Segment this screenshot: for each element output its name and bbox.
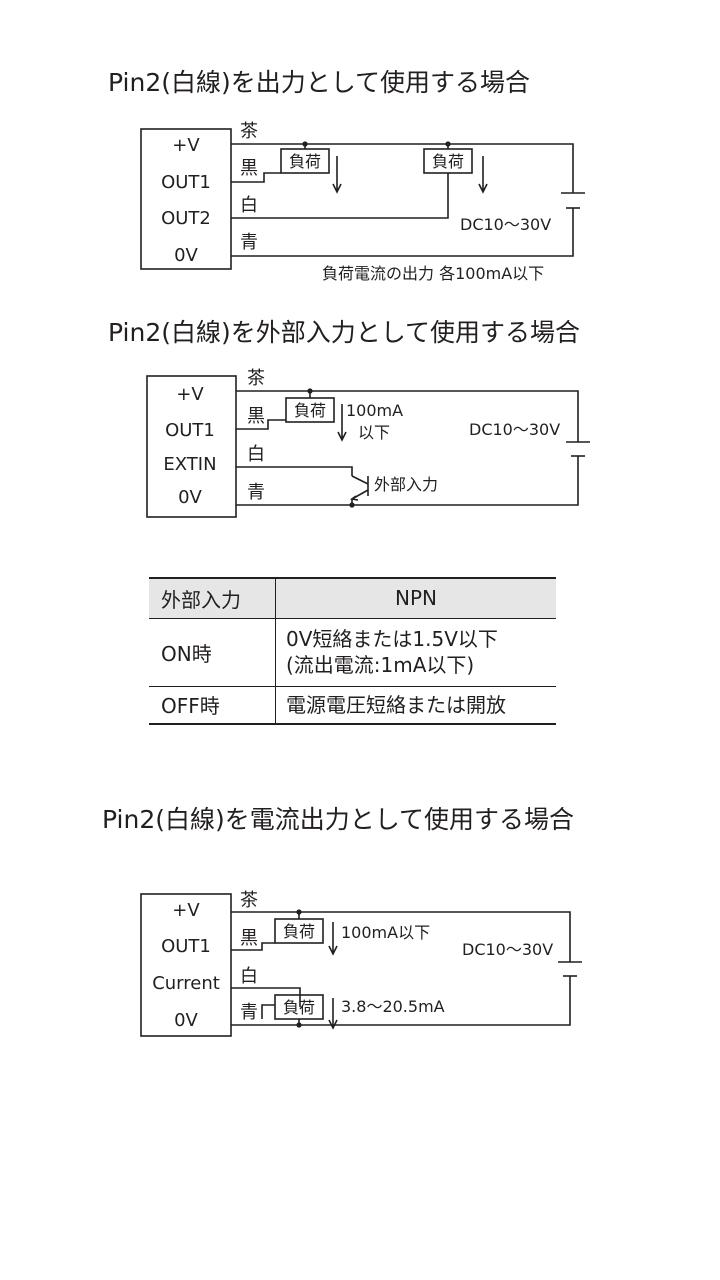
table-header: 外部入力 xyxy=(149,578,276,618)
load-label: 負荷 xyxy=(432,152,464,171)
current-limit-label: 100mA以下 xyxy=(341,923,430,942)
pin-label: OUT1 xyxy=(161,172,211,193)
junction-dot xyxy=(296,909,302,915)
wire-color-label: 白 xyxy=(247,444,265,465)
current-arrow-icon xyxy=(478,156,488,194)
wire-color-label: 青 xyxy=(240,1002,258,1023)
wire-color-label: 青 xyxy=(240,232,258,253)
value-line: 0V短絡または1.5V以下 xyxy=(286,627,498,651)
junction-dot xyxy=(302,141,308,147)
section3-title: Pin2(白線)を電流出力として使用する場合 xyxy=(102,805,574,834)
load-box xyxy=(423,148,473,174)
pin-label: EXTIN xyxy=(163,454,216,475)
wire-color-label: 茶 xyxy=(240,890,258,911)
table-cell-value: 電源電圧短絡または開放 xyxy=(276,686,557,724)
wire-blue xyxy=(231,208,574,257)
table-row: OFF時 電源電圧短絡または開放 xyxy=(149,686,556,724)
junction-dot xyxy=(307,388,313,394)
load-box xyxy=(274,918,324,944)
wire-black xyxy=(236,419,286,430)
table-header: NPN xyxy=(395,586,437,611)
wire-color-label: 黒 xyxy=(240,158,258,179)
wire-white xyxy=(236,466,353,476)
load-label: 負荷 xyxy=(289,152,321,171)
wire-white-return xyxy=(261,1004,275,1019)
value-line: 電源電圧短絡または開放 xyxy=(286,692,506,717)
pin-label: Current xyxy=(152,973,220,994)
junction-dot xyxy=(296,1022,302,1028)
current-range-label: 3.8～20.5mA xyxy=(341,997,445,1016)
external-input-table: 外部入力 NPN ON時 0V短絡または1.5V以下 (流出電流:1mA以下) … xyxy=(149,577,556,725)
table-header-row: 外部入力 NPN xyxy=(149,578,556,618)
table-cell-label: ON時 xyxy=(149,618,276,686)
wire-black xyxy=(231,942,275,951)
current-output-wiring-diagram: +V OUT1 Current 0V 茶 黒 白 青 負荷 負荷 100mA以下… xyxy=(140,890,582,1037)
table-cell-label: OFF時 xyxy=(149,686,276,724)
load-box xyxy=(274,994,324,1020)
load-label: 負荷 xyxy=(294,401,326,420)
wire-brown xyxy=(231,911,571,962)
wire-color-label: 黒 xyxy=(247,406,265,427)
wire-black xyxy=(231,172,281,183)
pin-label: OUT1 xyxy=(161,936,211,957)
sensor-block xyxy=(140,128,232,270)
wire-color-label: 黒 xyxy=(240,928,258,949)
pin-label: 0V xyxy=(174,245,198,266)
pin-label: 0V xyxy=(178,487,202,508)
current-limit-label: 100mA xyxy=(346,401,403,420)
pin-label: +V xyxy=(172,900,200,921)
sensor-block xyxy=(140,893,232,1037)
load-box xyxy=(280,148,330,174)
wire-color-label: 白 xyxy=(240,966,258,987)
pin-label: 0V xyxy=(174,1010,198,1031)
current-arrow-icon xyxy=(328,998,338,1030)
output-wiring-diagram: +V OUT1 OUT2 0V 茶 黒 白 青 負荷 負荷 DC10～30V 負… xyxy=(140,121,585,283)
load-current-note: 負荷電流の出力 各100mA以下 xyxy=(322,264,544,283)
load-label: 負荷 xyxy=(283,998,315,1017)
wire-white xyxy=(231,173,449,219)
pin-label: OUT2 xyxy=(161,208,211,229)
wire-color-label: 茶 xyxy=(240,121,258,142)
wire-brown xyxy=(236,390,579,442)
load-box xyxy=(285,397,335,423)
junction-dot xyxy=(445,141,451,147)
wire-color-label: 青 xyxy=(247,482,265,503)
supply-voltage-label: DC10～30V xyxy=(469,420,560,439)
external-input-label: 外部入力 xyxy=(374,475,438,494)
table-cell-value: 0V短絡または1.5V以下 (流出電流:1mA以下) xyxy=(276,618,557,686)
load-label: 負荷 xyxy=(283,922,315,941)
sensor-block xyxy=(146,375,237,518)
wire-white xyxy=(231,987,301,1007)
wire-color-label: 茶 xyxy=(247,368,265,389)
wire-color-label: 白 xyxy=(240,195,258,216)
wire-brown xyxy=(231,143,574,193)
current-arrow-icon xyxy=(328,922,338,956)
supply-voltage-label: DC10～30V xyxy=(462,940,553,959)
section1-title: Pin2(白線)を出力として使用する場合 xyxy=(108,68,530,97)
section2-title: Pin2(白線)を外部入力として使用する場合 xyxy=(108,318,580,347)
supply-voltage-label: DC10～30V xyxy=(460,215,551,234)
pin-label: OUT1 xyxy=(165,420,215,441)
current-arrow-icon xyxy=(332,156,342,194)
transistor-switch-icon xyxy=(351,475,369,505)
wire-blue xyxy=(231,976,571,1026)
external-input-wiring-diagram: +V OUT1 EXTIN 0V 茶 黒 白 青 負荷 100mA 以下 DC1… xyxy=(146,368,590,518)
junction-dot xyxy=(349,502,355,508)
table-row: ON時 0V短絡または1.5V以下 (流出電流:1mA以下) xyxy=(149,618,556,686)
pin-label: +V xyxy=(172,135,200,156)
current-arrow-icon xyxy=(337,404,347,442)
current-limit-label: 以下 xyxy=(358,423,390,442)
value-line: (流出電流:1mA以下) xyxy=(286,653,475,677)
pin-label: +V xyxy=(176,384,204,405)
